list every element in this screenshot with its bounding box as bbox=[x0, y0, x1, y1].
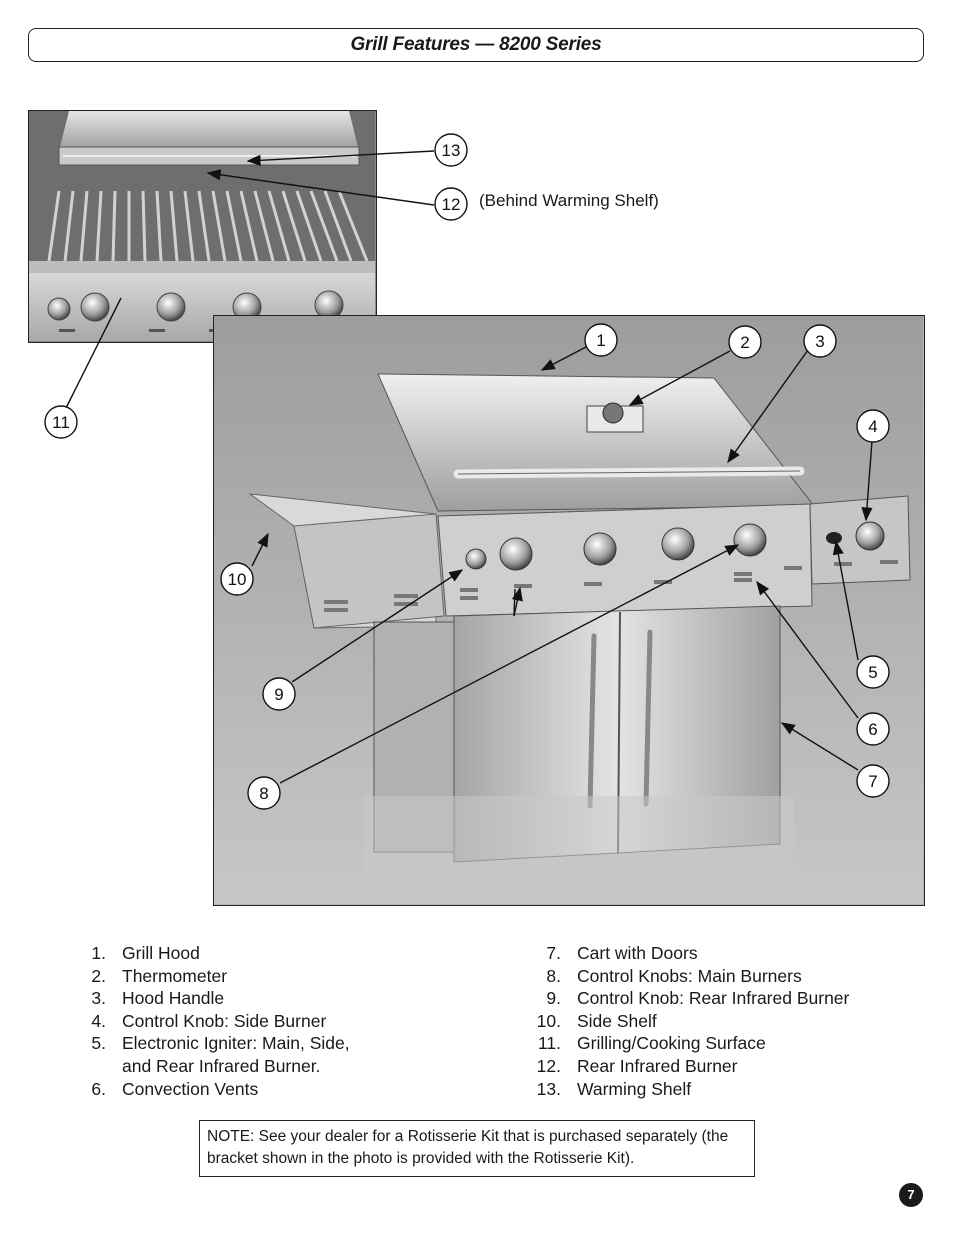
leader-line-7 bbox=[780, 722, 859, 771]
legend-item: 13.Warming Shelf bbox=[536, 1078, 692, 1099]
rotisserie-note: NOTE: See your dealer for a Rotisserie K… bbox=[199, 1120, 755, 1177]
legend-item: 9.Control Knob: Rear Infrared Burner bbox=[546, 988, 850, 1009]
callout-circle-12 bbox=[434, 187, 468, 221]
grill-closeup-photo bbox=[28, 110, 377, 343]
leader-line-4 bbox=[861, 440, 873, 522]
legend-item: 12.Rear Infrared Burner bbox=[536, 1055, 738, 1076]
leader-line-8c bbox=[513, 588, 516, 617]
legend-item: 6.Convection Vents bbox=[91, 1078, 259, 1099]
callout-circle-10 bbox=[220, 562, 254, 596]
callout-number-1: 1 bbox=[596, 331, 605, 350]
callout-number-7: 7 bbox=[868, 772, 877, 791]
callout-circle-4 bbox=[856, 409, 890, 443]
leader-line-1 bbox=[540, 346, 587, 371]
callout-number-5: 5 bbox=[868, 663, 877, 682]
leader-line-2 bbox=[628, 350, 731, 406]
legend-item: 2.Thermometer bbox=[91, 965, 228, 986]
callout-circle-2 bbox=[728, 325, 762, 359]
callout-circle-1 bbox=[584, 323, 618, 357]
callout-note-12: (Behind Warming Shelf) bbox=[479, 191, 659, 210]
callout-number-13: 13 bbox=[442, 141, 461, 160]
callout-circle-11 bbox=[44, 405, 78, 439]
leader-line-12 bbox=[206, 169, 435, 206]
legend-item: 11.Grilling/Cooking Surface bbox=[537, 1033, 766, 1054]
callout-number-9: 9 bbox=[274, 685, 283, 704]
callout-number-11: 11 bbox=[52, 413, 70, 432]
legend-item: 3.Hood Handle bbox=[91, 988, 225, 1009]
legend-item: 8.Control Knobs: Main Burners bbox=[546, 965, 802, 986]
legend-item: 5.Electronic Igniter: Main, Side, and Re… bbox=[91, 1033, 350, 1076]
grill-main-photo bbox=[213, 315, 925, 906]
leader-line-6 bbox=[756, 580, 859, 719]
callout-number-10: 10 bbox=[228, 570, 247, 589]
callout-number-8: 8 bbox=[259, 784, 268, 803]
callout-circle-6 bbox=[856, 712, 890, 746]
legend-item: 1.Grill Hood bbox=[91, 943, 200, 963]
callout-number-3: 3 bbox=[815, 332, 824, 351]
page-number-badge: 7 bbox=[899, 1183, 923, 1207]
callout-number-2: 2 bbox=[740, 333, 749, 352]
callout-number-4: 4 bbox=[868, 417, 877, 436]
legend-right: 7.Cart with Doors 8.Control Knobs: Main … bbox=[525, 942, 897, 1100]
callout-number-12: 12 bbox=[442, 195, 461, 214]
leader-line-11 bbox=[65, 297, 122, 409]
callout-circle-13 bbox=[434, 133, 468, 167]
leader-line-3 bbox=[727, 349, 809, 464]
callout-circle-8 bbox=[247, 776, 281, 810]
leader-line-9 bbox=[291, 569, 464, 683]
legend-item: 10.Side Shelf bbox=[536, 1010, 657, 1031]
legend-item: 7.Cart with Doors bbox=[546, 943, 698, 963]
page-title: Grill Features — 8200 Series bbox=[350, 34, 602, 55]
callout-circle-7 bbox=[856, 764, 890, 798]
callout-circle-9 bbox=[262, 677, 296, 711]
leader-line-5 bbox=[832, 540, 859, 661]
leader-line-13 bbox=[246, 150, 435, 166]
leader-line-8 bbox=[279, 544, 740, 784]
legend-left: 1.Grill Hood 2.Thermometer 3.Hood Handle… bbox=[70, 942, 442, 1100]
callout-circle-5 bbox=[856, 655, 890, 689]
legend-item: 4.Control Knob: Side Burner bbox=[91, 1010, 327, 1031]
callout-number-6: 6 bbox=[868, 720, 877, 739]
leader-line-10 bbox=[251, 532, 269, 567]
callout-circle-3 bbox=[803, 324, 837, 358]
page-title-bar: Grill Features — 8200 Series bbox=[28, 28, 924, 62]
leader-line-8b bbox=[511, 586, 523, 617]
